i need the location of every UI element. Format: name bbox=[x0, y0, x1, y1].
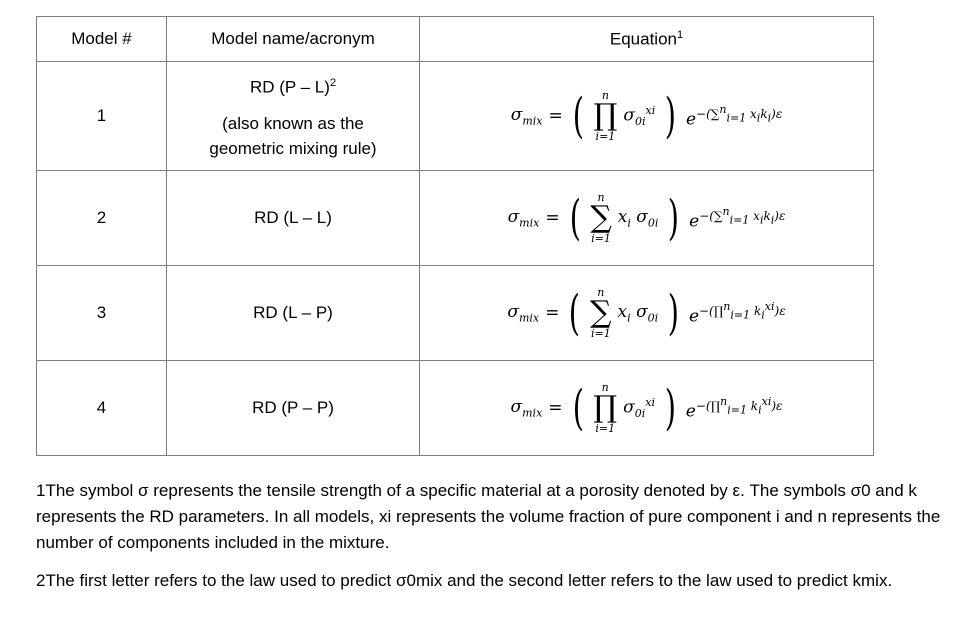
models-table: Model # Model name/acronym Equation1 1 R… bbox=[36, 16, 874, 456]
equation-cell: σmix = ( n∏i=1 σ0ixi ) e−(∑ni=1 xiki)ε bbox=[419, 61, 874, 171]
model-number: 1 bbox=[36, 61, 167, 171]
equation-cell: σmix = ( n∏i=1 σ0ixi ) e−(∏ni=1 kixi)ε bbox=[419, 360, 874, 456]
model-name: RD (L – L) bbox=[166, 170, 420, 266]
model-name: RD (P – L)2 (also known as the geometric… bbox=[166, 61, 420, 171]
table-row: 3 RD (L – P) σmix = ( n∑i=1 xi σ0i ) e−(… bbox=[36, 265, 874, 361]
model-number: 2 bbox=[36, 170, 167, 266]
equation-cell: σmix = ( n∑i=1 xi σ0i ) e−(∑ni=1 xiki)ε bbox=[419, 170, 874, 266]
equation-cell: σmix = ( n∑i=1 xi σ0i ) e−(∏ni=1 kixi)ε bbox=[419, 265, 874, 361]
model-name-line: geometric mixing rule) bbox=[209, 139, 377, 159]
footnote-1: 1The symbol σ represents the tensile str… bbox=[36, 481, 941, 552]
model-name: RD (L – P) bbox=[166, 265, 420, 361]
model-number: 4 bbox=[36, 360, 167, 456]
header-equation-text: Equation bbox=[609, 29, 677, 49]
equation: σmix = ( n∑i=1 xi σ0i ) e−(∑ni=1 xiki)ε bbox=[507, 190, 786, 246]
equation: σmix = ( n∑i=1 xi σ0i ) e−(∏ni=1 kixi)ε bbox=[507, 285, 786, 341]
table-header-row: Model # Model name/acronym Equation1 bbox=[36, 16, 874, 62]
header-model-number: Model # bbox=[36, 16, 167, 62]
equation: σmix = ( n∏i=1 σ0ixi ) e−(∑ni=1 xiki)ε bbox=[510, 88, 783, 144]
equation: σmix = ( n∏i=1 σ0ixi ) e−(∏ni=1 kixi)ε bbox=[510, 380, 783, 436]
header-equation: Equation1 bbox=[419, 16, 874, 62]
header-model-name: Model name/acronym bbox=[166, 16, 420, 62]
model-number: 3 bbox=[36, 265, 167, 361]
footnote-2: 2The first letter refers to the law used… bbox=[36, 571, 893, 590]
footnotes: 1The symbol σ represents the tensile str… bbox=[36, 478, 966, 606]
table-row: 1 RD (P – L)2 (also known as the geometr… bbox=[36, 61, 874, 171]
model-name-line: RD (P – L)2 bbox=[249, 76, 337, 97]
table-row: 2 RD (L – L) σmix = ( n∑i=1 xi σ0i ) e−(… bbox=[36, 170, 874, 266]
model-name-line: (also known as the bbox=[222, 114, 364, 134]
footnote-mark: 2 bbox=[329, 76, 337, 89]
table-row: 4 RD (P – P) σmix = ( n∏i=1 σ0ixi ) e−(∏… bbox=[36, 360, 874, 456]
model-name: RD (P – P) bbox=[166, 360, 420, 456]
header-footnote-mark: 1 bbox=[677, 28, 684, 41]
